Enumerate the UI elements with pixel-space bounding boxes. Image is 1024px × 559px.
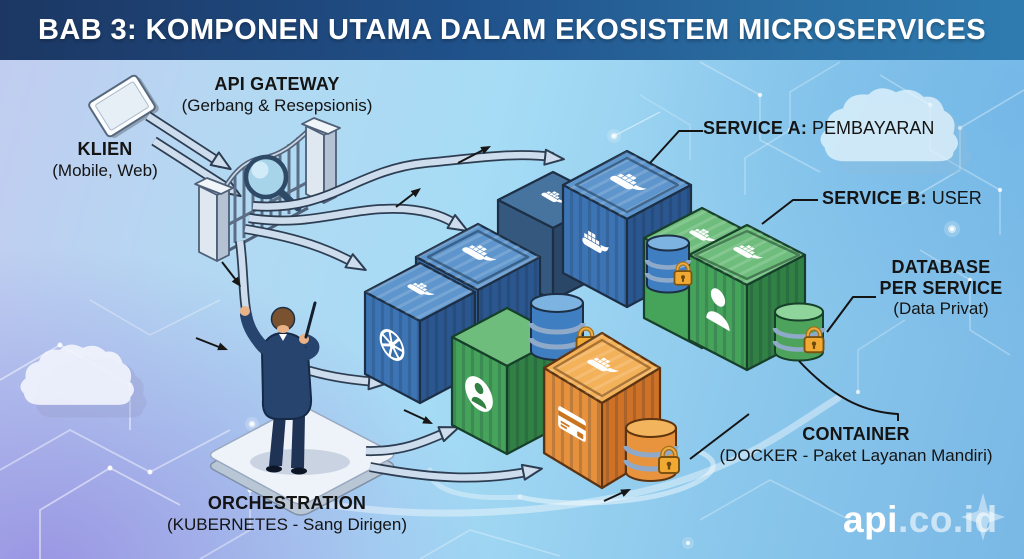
container-cluster [363, 149, 824, 490]
brand-domain: .co.id [897, 499, 998, 540]
container-orange-payment [542, 331, 662, 490]
api-gateway-subtitle: (Gerbang & Resepsionis) [181, 95, 373, 115]
database-cylinder-icon [623, 418, 679, 482]
database-cylinder-icon [644, 234, 694, 294]
database-subtitle: (Data Privat) [893, 299, 989, 319]
label-klien: KLIEN (Mobile, Web) [52, 139, 158, 181]
orchestration-title: ORCHESTRATION [207, 493, 367, 513]
service-a-value: PEMBAYARAN [812, 118, 935, 138]
service-a-prefix: SERVICE A: [703, 118, 808, 138]
orchestration-subtitle: (KUBERNETES - Sang Dirigen) [167, 514, 407, 534]
label-container: CONTAINER (DOCKER - Paket Layanan Mandir… [719, 424, 992, 466]
label-orchestration: ORCHESTRATION (KUBERNETES - Sang Dirigen… [167, 493, 407, 535]
cloud-icon [20, 344, 147, 418]
service-b-prefix: SERVICE B: [822, 188, 927, 208]
tablet-icon [88, 74, 159, 138]
label-service-b: SERVICE B:USER [822, 188, 982, 209]
klien-title: KLIEN [77, 139, 133, 159]
gateway-routing-arrows [235, 148, 566, 392]
conductor-figure-icon [240, 301, 320, 475]
page-title: BAB 3: KOMPONEN UTAMA DALAM EKOSISTEM MI… [38, 13, 986, 46]
container-title: CONTAINER [802, 424, 910, 444]
brand-text: api [843, 499, 898, 540]
sparkle-icon [245, 111, 960, 549]
user-icon [465, 376, 493, 412]
database-line2: PER SERVICE [879, 278, 1003, 299]
label-api-gateway: API GATEWAY (Gerbang & Resepsionis) [182, 74, 373, 116]
title-bar: BAB 3: KOMPONEN UTAMA DALAM EKOSISTEM MI… [0, 0, 1024, 60]
callout-lines [649, 130, 899, 460]
flow-mini-arrows [195, 142, 633, 502]
gate-icon [194, 117, 341, 262]
container-blue-kubernetes [363, 261, 477, 405]
label-database-per-service: DATABASE PER SERVICE (Data Privat) [880, 257, 1003, 319]
container-subtitle: (DOCKER - Paket Layanan Mandiri) [719, 445, 993, 465]
database-line1: DATABASE [891, 257, 991, 277]
service-b-value: USER [931, 188, 982, 208]
klien-subtitle: (Mobile, Web) [52, 160, 158, 180]
watermark-logo: api.co.id [843, 493, 1005, 541]
sparkle-icon [961, 493, 1005, 541]
label-service-a: SERVICE A:PEMBAYARAN [703, 118, 934, 139]
orchestrator-arrows [365, 419, 545, 483]
database-cylinder-icon [772, 302, 824, 362]
api-gateway-title: API GATEWAY [214, 74, 340, 94]
